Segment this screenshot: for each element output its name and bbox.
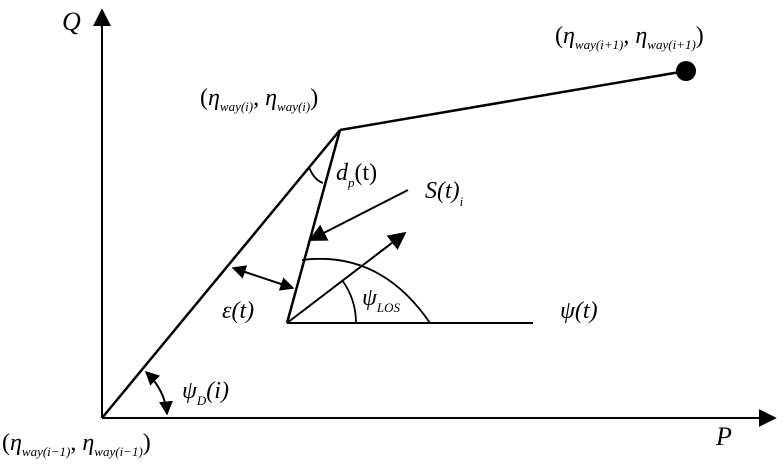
psi-d-arc-arrow — [144, 371, 173, 416]
p-axis-label: P — [715, 422, 732, 451]
psi-d-label: ψD(i) — [182, 378, 229, 408]
heading-label: ψ(t) — [560, 298, 598, 324]
s-vector-label: S(t)i — [425, 178, 464, 209]
cross-track-arrow — [231, 265, 295, 291]
previous-waypoint-label: (ηway(i−1), ηway(i−1)) — [2, 430, 151, 459]
segment-prev-to-curr — [101, 129, 341, 419]
los-arrow — [286, 231, 407, 324]
s-vector-arrow — [308, 189, 409, 241]
look-ahead-label: dp(t) — [336, 160, 377, 190]
psi-los-label: ψLOS — [362, 285, 401, 315]
q-axis-label: Q — [62, 7, 81, 36]
large-angle-arc — [301, 257, 431, 324]
vehicle-to-waypoint-line — [285, 129, 342, 324]
segment-curr-to-next — [339, 69, 687, 132]
next-waypoint-label: (ηway(i+1), ηway(i+1)) — [555, 23, 704, 52]
next-waypoint-dot — [676, 61, 696, 81]
cross-track-label: ε(t) — [222, 298, 254, 324]
dp-angle-arc — [308, 166, 324, 184]
current-waypoint-label: (ηway(i), ηway(i)) — [200, 85, 318, 114]
psi-los-arc — [341, 279, 357, 324]
